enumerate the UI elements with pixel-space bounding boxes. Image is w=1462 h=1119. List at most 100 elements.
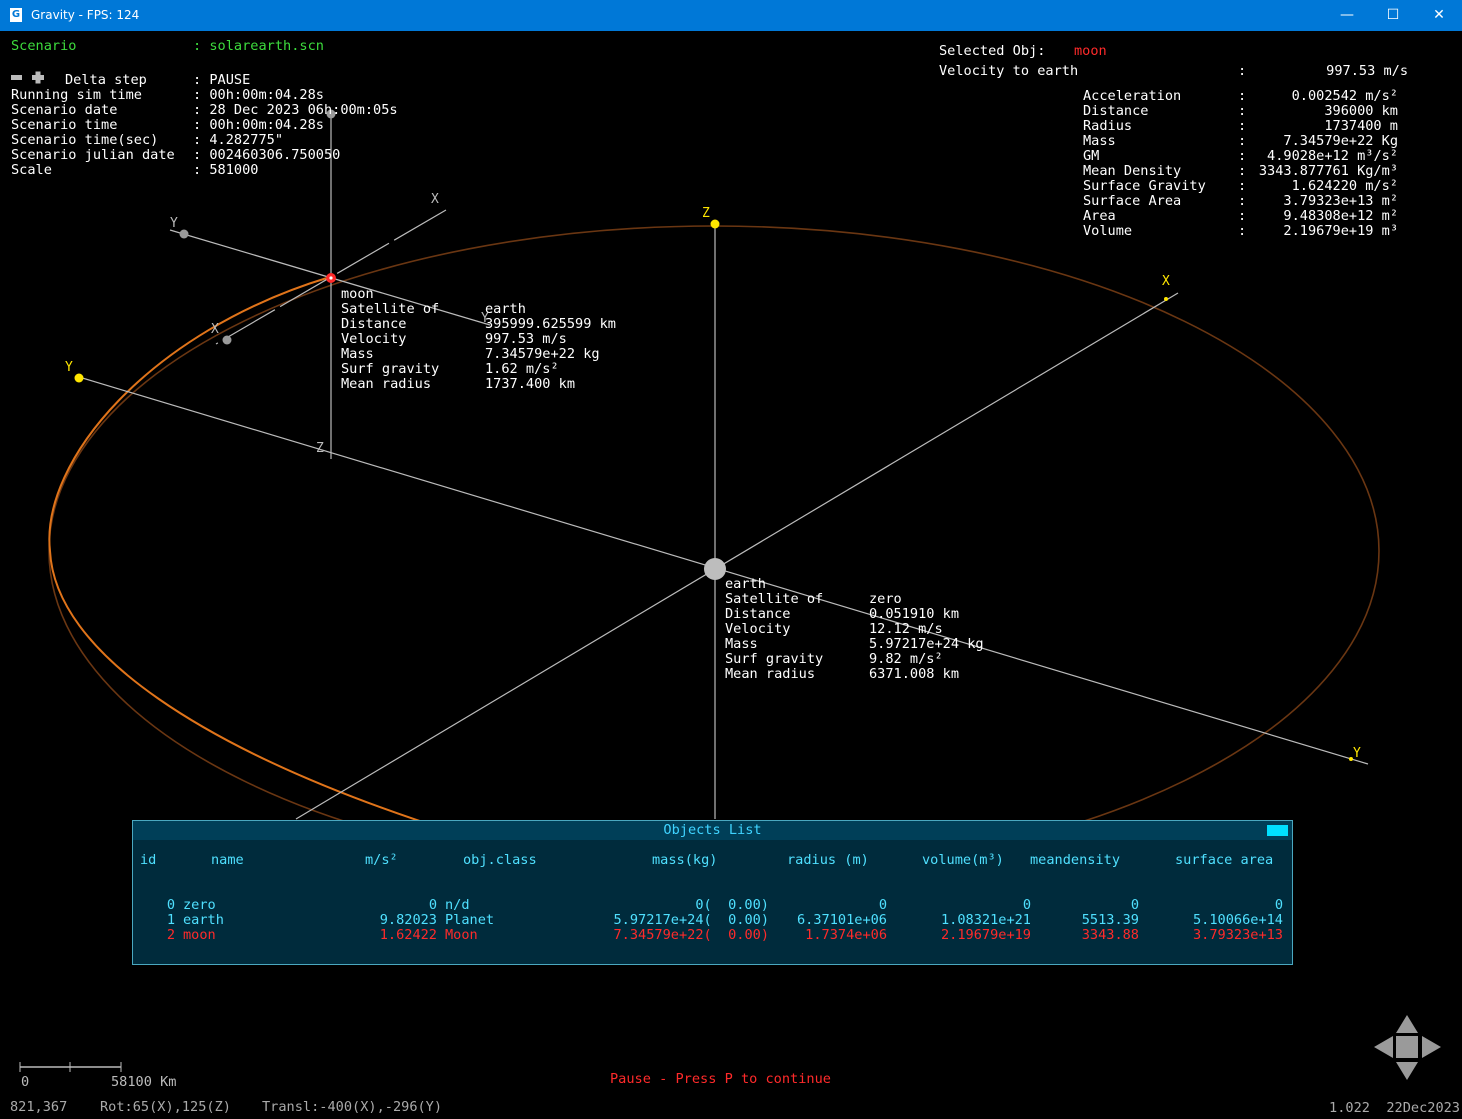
selected-prop-label: Acceleration: [1083, 88, 1182, 104]
scenario-date-label: Scenario date: [11, 102, 118, 118]
objects-cell-mass[interactable]: 5.97217e+24( 0.00): [613, 912, 770, 928]
earth-y-axis-end-label: Y: [1353, 746, 1361, 761]
velocity-to-label: Velocity to earth: [939, 63, 1079, 79]
objects-cell-volume[interactable]: 0: [1022, 897, 1031, 913]
earth-info-row-label: Mass: [725, 636, 758, 652]
scenario-time-value: : 00h:00m:04.28s: [193, 117, 324, 133]
objects-cell-name[interactable]: zero: [183, 897, 216, 913]
moon-info-row-value: 1.62 m/s²: [485, 361, 559, 377]
objects-cell-radius[interactable]: 6.37101e+06: [796, 912, 887, 928]
selected-prop-value: 1.624220 m/s²: [1291, 178, 1398, 194]
selected-prop-colon: :: [1238, 163, 1247, 179]
moon-y-axis-label: Y: [170, 216, 178, 231]
selected-prop-colon: :: [1238, 88, 1247, 104]
moon-orbit-trail: [48, 276, 451, 832]
objects-cell-ms2[interactable]: 9.82023: [379, 912, 437, 928]
simulation-canvas[interactable]: Z X Y Y X Y X Y Z: [0, 31, 1462, 1119]
objects-cell-id[interactable]: 2: [166, 927, 175, 943]
objects-cell-mass[interactable]: 7.34579e+22( 0.00): [613, 927, 770, 943]
moon-body-core: [329, 276, 333, 280]
selected-prop-value: 3343.877761 Kg/m³: [1258, 163, 1398, 179]
moon-info-row-value: 395999.625599 km: [485, 316, 616, 332]
navigation-pad[interactable]: [1374, 1015, 1441, 1080]
scenario-date-value: : 28 Dec 2023 06h:00m:05s: [193, 102, 398, 118]
delta-step-value: : PAUSE: [193, 72, 251, 88]
selected-prop-colon: :: [1238, 148, 1247, 164]
objects-list-close-button[interactable]: [1267, 825, 1288, 836]
selected-prop-value: 3.79323e+13 m²: [1283, 193, 1398, 209]
moon-x-axis-label: X: [431, 192, 439, 207]
objects-cell-cls[interactable]: Moon: [445, 927, 478, 943]
earth-z-axis-point: [710, 219, 720, 229]
velocity-to-value: 997.53 m/s: [1326, 63, 1408, 79]
earth-info-row-value: 6371.008 km: [869, 666, 960, 682]
objects-cell-mass[interactable]: 0( 0.00): [695, 897, 769, 913]
delta-step-label: Delta step: [65, 72, 147, 88]
objects-cell-area[interactable]: 0: [1274, 897, 1283, 913]
navigation-center-icon[interactable]: [1396, 1036, 1418, 1058]
objects-cell-ms2[interactable]: 0: [428, 897, 437, 913]
selected-obj-label: Selected Obj:: [939, 43, 1046, 59]
objects-cell-cls[interactable]: Planet: [445, 912, 495, 928]
objects-cell-volume[interactable]: 2.19679e+19: [940, 927, 1031, 943]
earth-y-axis-label: Y: [65, 360, 73, 375]
objects-cell-cls[interactable]: n/d: [445, 897, 470, 913]
moon-info-row-label: Velocity: [341, 331, 407, 347]
objects-col-header: obj.class: [463, 852, 537, 868]
earth-info-row-value: zero: [869, 591, 902, 607]
earth-x-axis: [295, 292, 1179, 820]
moon-y-axis-point: [179, 229, 189, 239]
earth-info-row-label: Satellite of: [725, 591, 824, 607]
selected-prop-label: Distance: [1083, 103, 1149, 119]
objects-col-header: surface area: [1175, 852, 1274, 868]
objects-cell-density[interactable]: 0: [1130, 897, 1139, 913]
scenario-time-label: Scenario time: [11, 117, 118, 133]
objects-cell-radius[interactable]: 1.7374e+06: [805, 927, 887, 943]
earth-info-row-value: 0.051910 km: [869, 606, 960, 622]
selected-obj-name: moon: [1074, 43, 1107, 59]
objects-cell-name[interactable]: earth: [183, 912, 224, 928]
earth-info-row-label: Distance: [725, 606, 791, 622]
scenario-time-sec-value: : 4.282775": [193, 132, 284, 148]
selected-prop-label: Surface Area: [1083, 193, 1182, 209]
minimize-button[interactable]: —: [1340, 7, 1354, 23]
maximize-button[interactable]: ☐: [1386, 7, 1400, 23]
earth-info-row-label: Surf gravity: [725, 651, 824, 667]
moon-info-row-label: Surf gravity: [341, 361, 440, 377]
navigation-right-icon[interactable]: [1422, 1036, 1441, 1058]
scenario-value: : solarearth.scn: [193, 38, 324, 54]
selected-prop-value: 2.19679e+19 m³: [1283, 223, 1398, 239]
selected-prop-label: Mean Density: [1083, 163, 1182, 179]
running-sim-time-value: : 00h:00m:04.28s: [193, 87, 324, 103]
close-button[interactable]: ✕: [1433, 7, 1445, 23]
selected-prop-value: 4.9028e+12 m³/s²: [1267, 148, 1398, 164]
moon-info-row-value: 997.53 m/s: [485, 331, 567, 347]
objects-cell-radius[interactable]: 0: [878, 897, 887, 913]
objects-col-header: volume(m³): [922, 852, 1004, 868]
objects-cell-volume[interactable]: 1.08321e+21: [940, 912, 1031, 928]
navigation-up-icon[interactable]: [1396, 1015, 1418, 1033]
selected-prop-colon: :: [1238, 133, 1247, 149]
objects-cell-density[interactable]: 3343.88: [1081, 927, 1139, 943]
objects-cell-id[interactable]: 0: [166, 897, 175, 913]
earth-body[interactable]: [704, 558, 726, 580]
minus-icon[interactable]: [11, 75, 22, 80]
earth-info-row-label: Velocity: [725, 621, 791, 637]
objects-cell-name[interactable]: moon: [183, 927, 216, 943]
moon-y-axis-end-label: Y: [481, 311, 489, 326]
moon-info-row-label: Satellite of: [341, 301, 440, 317]
objects-cell-area[interactable]: 3.79323e+13: [1192, 927, 1283, 943]
moon-z-axis-point: [326, 109, 336, 119]
plus-icon[interactable]: [32, 71, 44, 84]
navigation-left-icon[interactable]: [1374, 1036, 1393, 1058]
objects-cell-ms2[interactable]: 1.62422: [379, 927, 437, 943]
objects-cell-density[interactable]: 5513.39: [1081, 912, 1139, 928]
objects-list-header[interactable]: Objects List: [133, 821, 1292, 840]
title-bar[interactable]: G Gravity - FPS: 124 — ☐ ✕: [0, 0, 1462, 31]
objects-cell-id[interactable]: 1: [166, 912, 175, 928]
objects-cell-area[interactable]: 5.10066e+14: [1192, 912, 1283, 928]
selected-prop-value: 7.34579e+22 Kg: [1283, 133, 1398, 149]
pause-message: Pause - Press P to continue: [610, 1071, 831, 1087]
navigation-down-icon[interactable]: [1396, 1062, 1418, 1080]
